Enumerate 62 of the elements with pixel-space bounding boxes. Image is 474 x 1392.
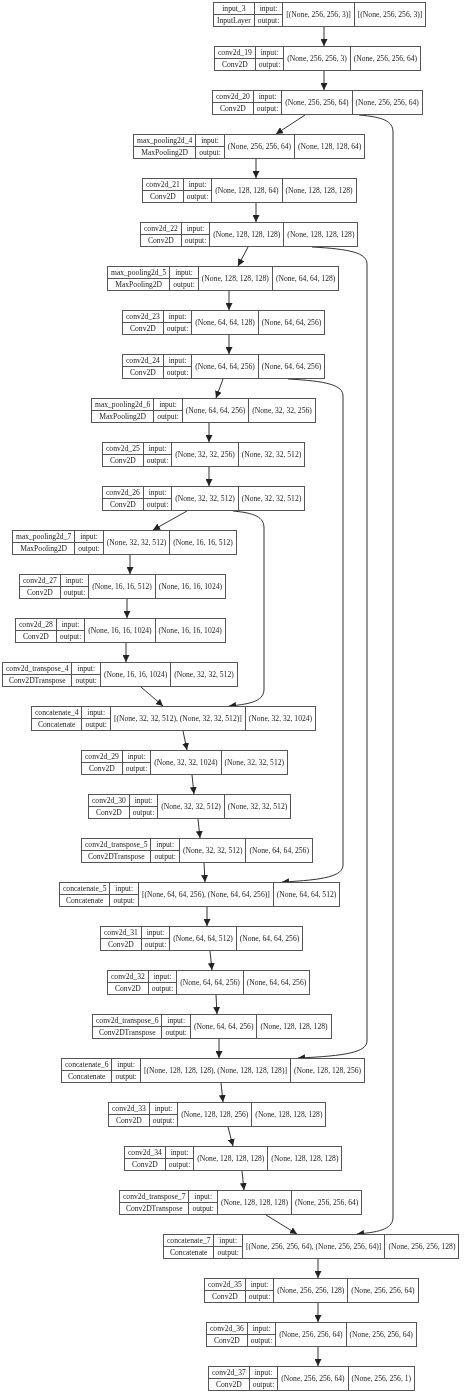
layer-box [91,398,316,423]
layer-box [59,882,341,907]
arrow [195,818,203,839]
layer-box [142,178,357,203]
layer-box [213,2,427,27]
layer-box [133,134,366,159]
layer-box [19,574,227,599]
arrow [218,1082,226,1103]
arrow [252,158,260,179]
arrow [205,422,213,443]
layer-box [119,1190,363,1215]
layer-box [122,310,326,335]
arrow [314,1302,322,1323]
arrow [122,642,130,663]
arrow [252,202,260,223]
layer-box [92,1014,332,1039]
layer-box [107,266,340,291]
layer-box [108,1102,327,1127]
arrow [314,1258,322,1279]
arrow [239,1170,247,1191]
arrow [314,1346,322,1367]
arrow [265,1214,298,1235]
layer-box [140,222,359,247]
layer-box [107,970,311,995]
layer-box [61,1058,366,1083]
arrow [140,686,164,707]
arrow [215,1038,223,1059]
arrow [207,950,215,971]
layer-box [204,1278,419,1303]
layer-box [208,1366,416,1391]
arrow [203,906,211,927]
arrow [189,774,197,795]
layer-box [88,794,292,819]
layer-box [100,926,304,951]
layer-box [102,486,306,511]
layer-box [124,1146,343,1171]
arrow [201,862,209,883]
arrow [123,598,131,619]
layer-box [81,838,313,863]
arrow [237,246,249,267]
layer-box [15,618,226,643]
layer-box [102,442,306,467]
layer-box [31,706,317,731]
arrow [225,290,233,311]
arrow [227,1126,235,1147]
arrow [320,70,328,91]
arrow [213,994,221,1015]
layer-box [214,46,422,71]
arrow [225,334,233,355]
arrow [320,26,328,47]
layer-box [122,354,326,379]
arrow [215,378,224,399]
layer-box [81,750,289,775]
layer-box [212,90,423,115]
arrow [126,554,134,575]
layer-box [206,1322,417,1347]
layer-box [12,530,237,555]
arrow [182,730,189,751]
arrow [205,466,213,487]
arrow [275,114,306,135]
layer-box [2,662,238,687]
layer-box [163,1234,460,1259]
